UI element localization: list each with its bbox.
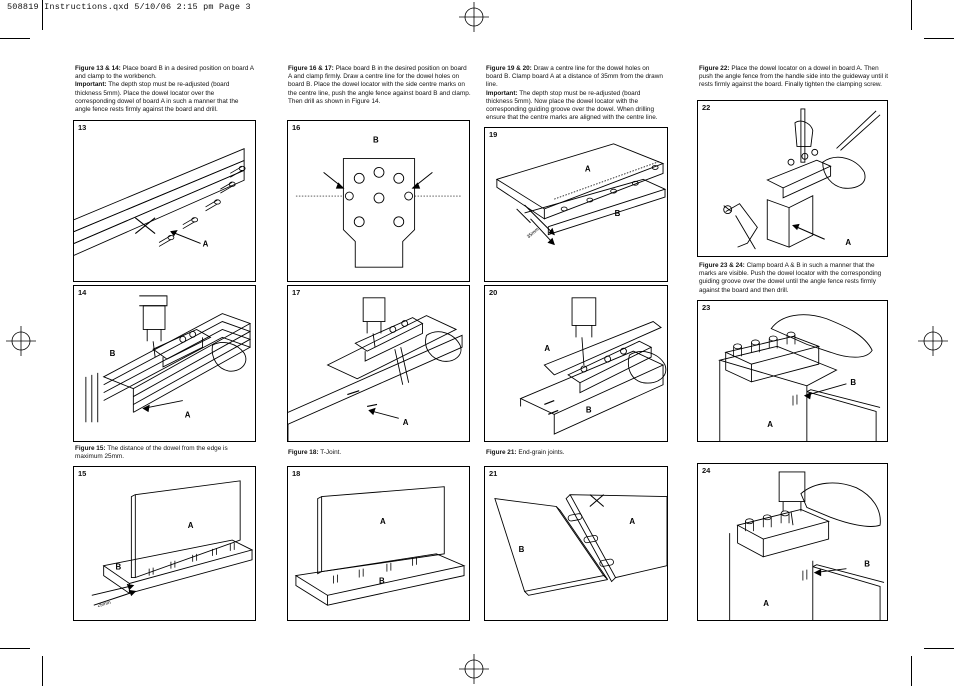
figure-number: 21 [489,469,498,478]
crop-mark [911,0,912,30]
figure-number: 19 [489,130,498,139]
label-b: B [110,349,116,358]
figure-19: 19 A B 35mm [484,127,668,282]
figure-ref: Figure 18: [288,449,319,456]
figure-ref: Figure 16 & 17: [288,65,334,72]
figure-18: 18 A B [287,466,470,621]
label-a: A [203,239,209,248]
crop-mark [0,38,30,39]
caption-figure-16-17: Figure 16 & 17: Place board B in the des… [288,65,472,106]
crop-mark [911,656,912,686]
caption-figure-18: Figure 18: T-Joint. [288,449,468,457]
figure-number: 17 [292,288,301,297]
figure-20-illustration: A B [519,297,667,435]
figure-15-illustration: A B 25mm [91,480,254,609]
figure-19-illustration: A B 35mm [495,143,667,246]
figure-24: 24 B A [697,463,888,621]
label-a: A [380,517,386,526]
registration-mark-icon [459,654,489,684]
figure-ref: Figure 21: [486,449,517,456]
label-b: B [586,405,592,414]
caption-figure-13-14: Figure 13 & 14: Place board B in a desir… [75,65,255,114]
figure-13-illustration: A [74,147,246,256]
figure-number: 13 [78,123,87,132]
figure-21: 21 A B [484,466,668,621]
figure-number: 18 [292,469,301,478]
label-b: B [116,563,122,572]
important-label: Important: [486,89,518,97]
crop-mark [924,38,954,39]
important-label: Important: [75,81,107,89]
caption-figure-23-24: Figure 23 & 24: Clamp board A & B in suc… [699,262,889,295]
figure-ref: Figure 22: [699,65,730,72]
figure-17: 17 A [287,285,470,442]
crop-mark [42,656,43,686]
figure-18-illustration: A B [294,486,466,606]
figure-ref: Figure 23 & 24: [699,262,745,269]
caption-text: The depth stop must be re-adjusted (boar… [486,89,658,122]
caption-text: Place board B in a desired position on b… [75,65,254,81]
label-a: A [544,344,550,353]
crop-mark [42,0,43,30]
figure-22: 22 A [697,100,888,257]
caption-figure-21: Figure 21: End-grain joints. [486,449,666,457]
figure-15: 15 A B 25mm [73,466,256,621]
crop-mark [924,648,954,649]
caption-figure-22: Figure 22: Place the dowel locator on a … [699,65,889,90]
figure-number: 22 [702,103,711,112]
figure-number: 23 [702,303,711,312]
figure-ref: Figure 15: [75,445,106,452]
registration-mark-icon [918,326,948,356]
caption-text: Place the dowel locator on a dowel in bo… [699,65,889,89]
label-a: A [845,238,851,247]
label-a: A [629,517,635,526]
dimension-label: 25mm [97,600,112,609]
figure-22-illustration: A [723,108,881,250]
crop-mark [0,648,30,649]
label-a: A [767,420,773,429]
label-a: A [185,410,191,419]
caption-figure-15: Figure 15: The distance of the dowel fro… [75,445,255,461]
figure-24-illustration: B A [729,471,885,620]
label-b: B [519,545,525,554]
figure-number: 15 [78,469,87,478]
figure-number: 24 [702,466,711,475]
label-b: B [864,560,870,569]
caption-text: The distance of the dowel from the edge … [75,445,228,461]
figure-13: 13 A [73,120,256,282]
caption-figure-19-20: Figure 19 & 20: Draw a centre line for t… [486,65,666,122]
caption-text: Place board B in the desired position on… [288,65,471,105]
figure-16: 16 B [287,120,470,282]
label-a: A [403,418,409,427]
registration-mark-icon [459,2,489,32]
caption-text: T-Joint. [320,449,342,456]
figure-23-illustration: B A [718,314,881,441]
figure-17-illustration: A [288,297,463,441]
figure-14-illustration: B A [85,295,252,423]
dimension-label: 35mm [526,227,540,240]
registration-mark-icon [6,326,36,356]
label-a: A [585,164,591,173]
figure-21-illustration: A B [494,494,667,596]
label-a: A [763,599,769,608]
label-b: B [850,378,856,387]
caption-text: The depth stop must be re-adjusted (boar… [75,81,239,114]
figure-23: 23 B A [697,300,888,442]
figure-20: 20 A B [484,285,668,442]
file-slug-header: 508819 Instructions.qxd 5/10/06 2:15 pm … [7,2,251,12]
figure-ref: Figure 19 & 20: [486,65,532,72]
figure-number: 16 [292,123,301,132]
label-a: A [188,521,194,530]
label-b: B [379,576,385,585]
figure-number: 20 [489,288,498,297]
caption-text: Clamp board A & B in such a manner that … [699,262,882,294]
figure-14: 14 B A [73,285,256,442]
figure-number: 14 [78,288,87,297]
caption-text: Draw a centre line for the dowel holes o… [486,65,663,89]
figure-16-illustration: B [295,136,463,268]
label-b: B [615,209,621,218]
label-b: B [373,136,379,145]
figure-ref: Figure 13 & 14: [75,65,121,72]
caption-text: End-grain joints. [518,449,565,456]
